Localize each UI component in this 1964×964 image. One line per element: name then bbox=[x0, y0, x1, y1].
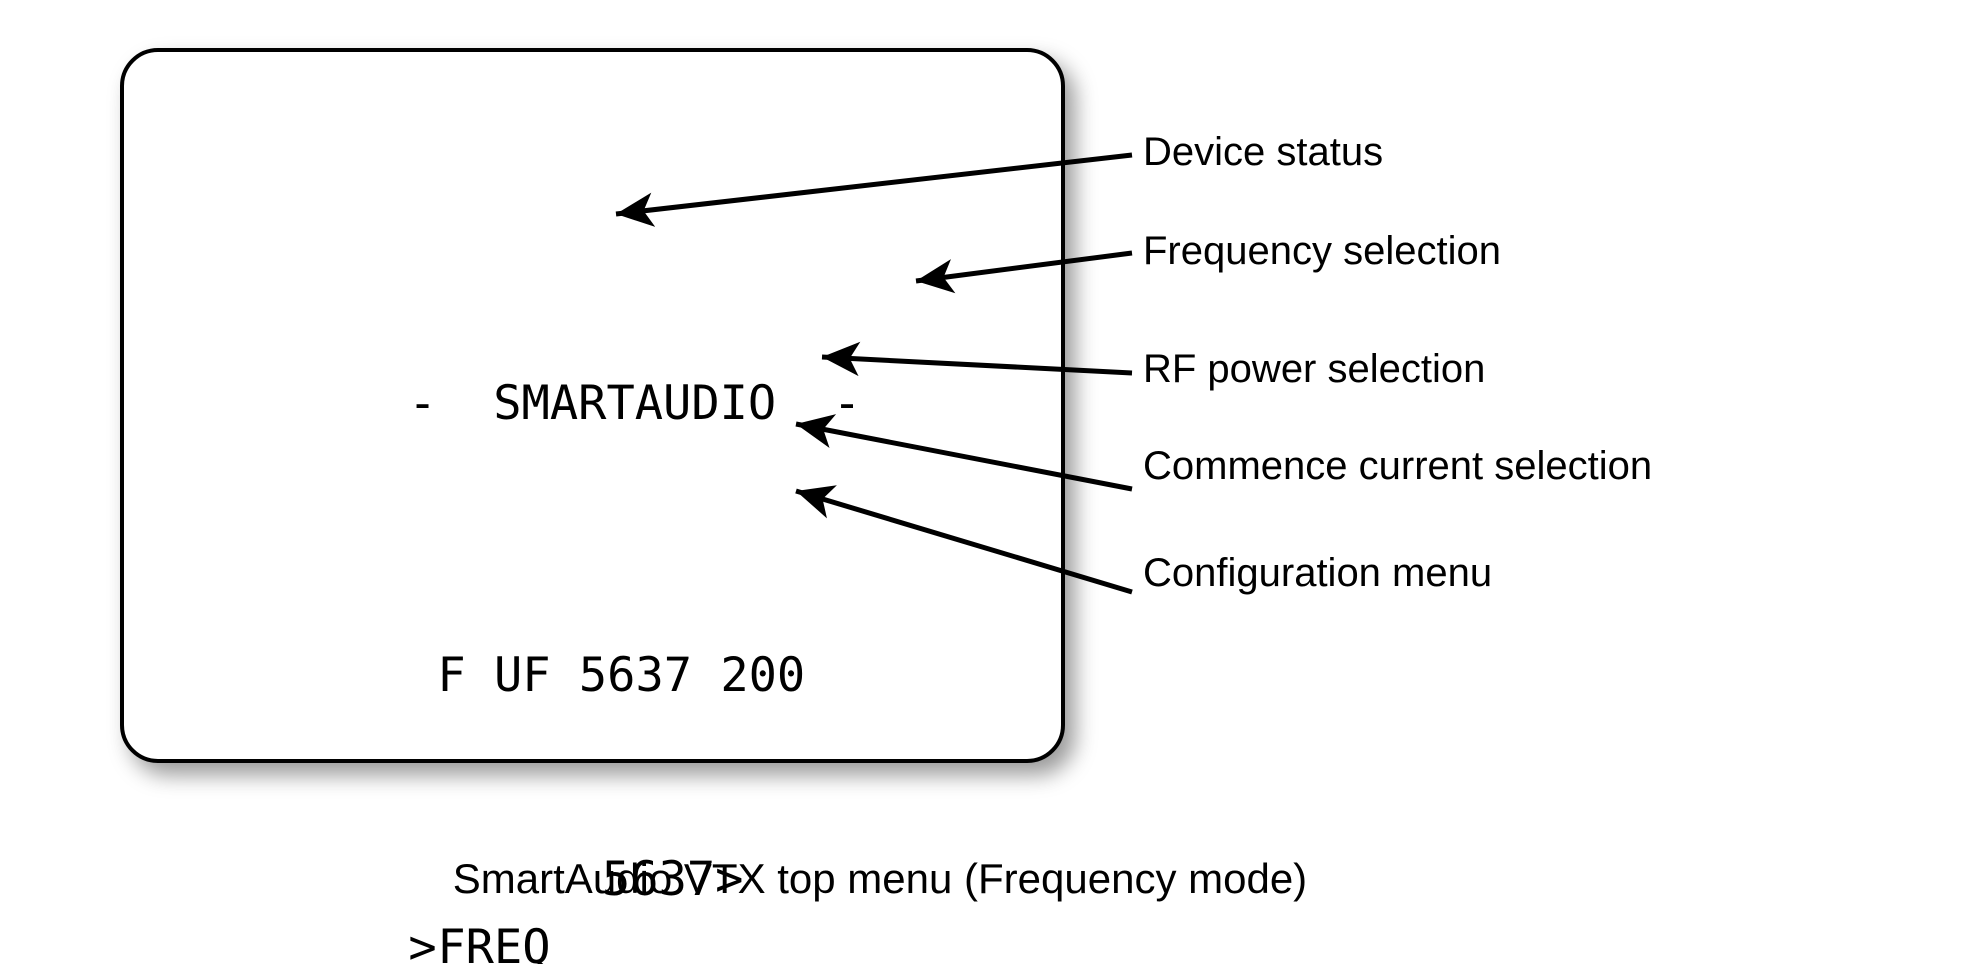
osd-title-line: - SMARTAUDIO - bbox=[182, 302, 1051, 431]
osd-row-label: FREQ bbox=[437, 920, 551, 964]
osd-row-freq[interactable]: >FREQ 5637> bbox=[182, 846, 1051, 964]
osd-status-line: F UF 5637 200 bbox=[182, 574, 1051, 703]
osd-row-value[interactable]: 5637> bbox=[602, 852, 744, 907]
annotation-label-configuration-menu: Configuration menu bbox=[1143, 551, 1493, 595]
osd-status-text: F UF 5637 200 bbox=[437, 648, 806, 703]
osd-text-block: - SMARTAUDIO - F UF 5637 200 >FREQ 5637>… bbox=[182, 98, 1051, 964]
figure-caption: SmartAudio VTX top menu (Frequency mode) bbox=[452, 855, 1308, 902]
annotation-label-rf-power-selection: RF power selection bbox=[1143, 347, 1486, 391]
osd-title-text: - SMARTAUDIO - bbox=[408, 376, 862, 431]
osd-screen-panel: - SMARTAUDIO - F UF 5637 200 >FREQ 5637>… bbox=[120, 48, 1065, 964]
annotation-label-commence-current-selection: Commence current selection bbox=[1143, 444, 1653, 488]
annotation-label-device-status: Device status bbox=[1143, 130, 1384, 174]
selection-cursor-icon: > bbox=[408, 920, 437, 964]
annotation-label-frequency-selection: Frequency selection bbox=[1143, 229, 1501, 273]
